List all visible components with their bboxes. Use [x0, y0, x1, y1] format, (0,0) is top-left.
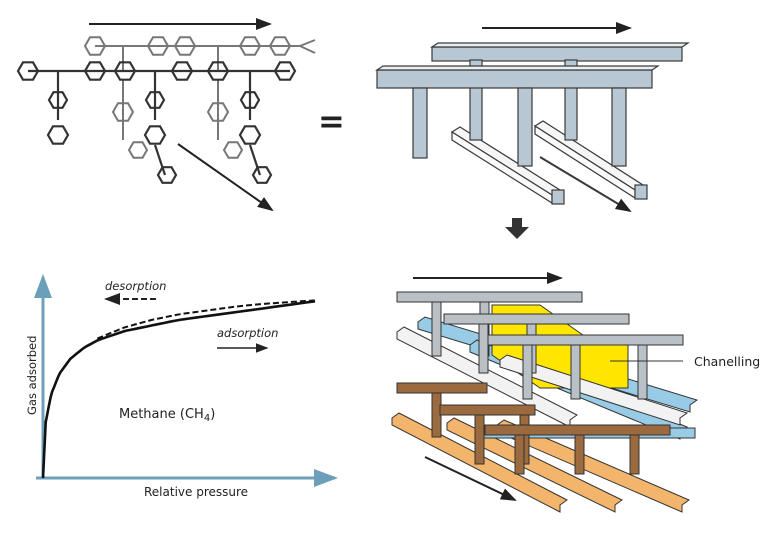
x-axis-label: Relative pressure: [144, 485, 248, 499]
brown-t-beam-leg: [629, 433, 640, 475]
back-ring: [127, 141, 149, 159]
adsorption-curve: [41, 300, 316, 479]
white-diagonal-beam: [499, 354, 689, 426]
grey-t-beam: [396, 291, 583, 303]
back-ring: [111, 102, 135, 122]
front-ring: [46, 125, 70, 145]
front-chain-bond: [248, 144, 262, 176]
brown-t-beam: [439, 404, 536, 416]
front-ring: [47, 91, 69, 109]
equals-sign: =: [318, 102, 345, 140]
back-ring: [238, 36, 262, 56]
desorption-label: desorption: [105, 279, 166, 293]
stacking-direction-arrow: [177, 143, 274, 212]
packed-structure-panel: [391, 291, 699, 513]
adsorption-label: adsorption: [217, 326, 278, 340]
brown-t-beam-leg: [514, 433, 525, 475]
back-horizontal-beam: [431, 46, 683, 62]
gas-label-main: Methane (CH: [119, 407, 204, 422]
down-arrow-icon: [505, 218, 529, 239]
grey-t-beam: [487, 334, 684, 346]
brown-t-beam: [484, 424, 671, 436]
grey-t-beam-leg: [431, 300, 442, 357]
front-leg: [611, 87, 627, 167]
front-ring: [239, 91, 261, 109]
front-ring: [156, 166, 178, 184]
gas-label-subscript: 4: [204, 413, 210, 424]
channel-label: Chanelling: [694, 354, 760, 369]
front-ring: [170, 61, 194, 81]
y-axis-label: Gas adsorbed: [25, 336, 39, 415]
front-ring: [238, 125, 262, 145]
molecular-chain-panel: [16, 18, 316, 212]
diagonal-beam-end: [551, 189, 565, 205]
grey-t-beam-leg: [522, 343, 533, 400]
orange-diagonal-beam: [446, 417, 623, 513]
brown-t-beam-leg: [474, 413, 485, 465]
front-ring: [144, 91, 166, 109]
front-leg: [412, 87, 428, 159]
front-ring: [143, 125, 167, 145]
gas-label-close: ): [210, 407, 215, 422]
back-ring: [268, 36, 292, 56]
grey-t-beam: [443, 313, 630, 325]
back-chain: [83, 36, 316, 159]
front-ring: [251, 166, 273, 184]
grey-t-beam-leg: [478, 322, 489, 374]
schematic-ladder-panel: [375, 22, 690, 213]
back-ring: [222, 141, 244, 159]
front-leg: [517, 87, 533, 167]
brown-t-beam-leg: [574, 433, 585, 475]
diagonal-beam-side: [451, 130, 553, 205]
packed-diagonal-arrow: [424, 456, 517, 501]
front-ring: [273, 61, 297, 81]
front-chain-bond: [153, 144, 167, 176]
diagonal-beam: [533, 120, 645, 191]
front-chain: [16, 61, 297, 184]
front-ring: [16, 61, 40, 81]
front-ring: [83, 61, 107, 81]
gas-label: Methane (CH4): [119, 407, 215, 424]
back-horizontal-beam-top: [430, 42, 690, 48]
grey-t-beam-leg: [637, 343, 648, 400]
back-chain-bond: [299, 39, 316, 47]
back-ring: [83, 36, 107, 56]
diagonal-beam-end: [634, 184, 648, 200]
grey-t-beam-leg: [570, 343, 581, 400]
ladder-diagonal-arrow: [539, 156, 632, 213]
back-chain-bond: [299, 45, 316, 54]
front-horizontal-beam: [376, 69, 653, 89]
front-horizontal-beam-top: [375, 65, 660, 71]
back-ring: [173, 36, 197, 56]
back-ring: [206, 102, 230, 122]
front-ring: [206, 61, 230, 81]
isotherm-chart: Gas adsorbed Relative pressure desorptio…: [25, 274, 338, 499]
front-ring: [113, 61, 137, 81]
brown-t-beam: [396, 382, 488, 394]
white-diagonal-beam: [396, 326, 578, 428]
back-ring: [146, 36, 170, 56]
desorption-curve: [96, 299, 316, 340]
